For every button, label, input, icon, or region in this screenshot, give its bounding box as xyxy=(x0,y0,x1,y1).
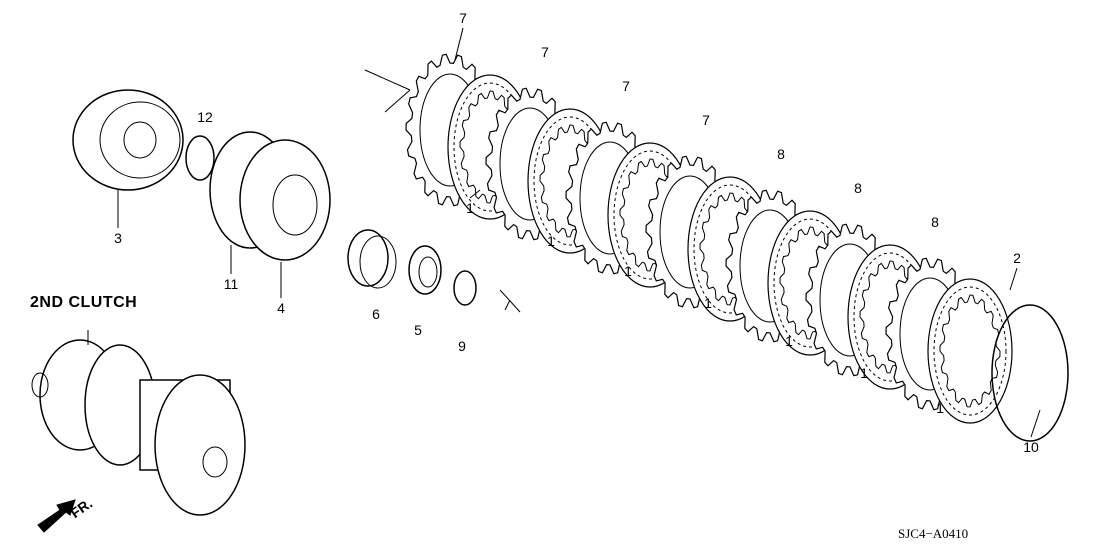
clutch-piston-center xyxy=(272,174,318,236)
leader-line xyxy=(1009,267,1018,291)
arrow-leader xyxy=(499,289,521,313)
callout-5: 5 xyxy=(414,322,422,338)
callout-6: 6 xyxy=(372,306,380,322)
callout-7: 7 xyxy=(541,44,549,60)
callout-7: 7 xyxy=(702,112,710,128)
front-arrow-icon xyxy=(37,499,76,533)
leader-line xyxy=(469,189,481,199)
callout-1: 1 xyxy=(547,233,555,249)
leader-line xyxy=(1030,409,1041,438)
reference-lines xyxy=(364,69,411,113)
callout-8: 8 xyxy=(777,146,785,162)
snap-ring-small xyxy=(453,270,477,306)
shaft-end xyxy=(202,446,228,478)
callout-1: 1 xyxy=(860,365,868,381)
callout-4: 4 xyxy=(277,300,285,316)
snap-ring xyxy=(991,304,1069,442)
callout-1: 1 xyxy=(466,200,474,216)
callout-3: 3 xyxy=(114,230,122,246)
callout-12: 12 xyxy=(197,109,213,125)
callout-1: 1 xyxy=(704,295,712,311)
friction-disc-facing xyxy=(933,286,1007,416)
callout-1: 1 xyxy=(785,333,793,349)
callout-9: 9 xyxy=(458,338,466,354)
callout-8: 8 xyxy=(931,214,939,230)
callout-8: 8 xyxy=(854,180,862,196)
return-spring xyxy=(347,229,389,287)
return-spring-inner xyxy=(359,235,397,289)
drum-face xyxy=(154,374,246,516)
clutch-drum-hub xyxy=(123,121,157,159)
clutch-drum-inner xyxy=(99,101,181,179)
callout-7: 7 xyxy=(459,10,467,26)
callout-2: 2 xyxy=(1013,250,1021,266)
callout-1: 1 xyxy=(936,400,944,416)
clutch-drum xyxy=(72,89,184,191)
diagram-code: SJC4−A0410 xyxy=(898,526,969,541)
callout-11: 11 xyxy=(223,276,239,292)
leader-line xyxy=(454,27,464,61)
shaft-tip xyxy=(31,372,49,398)
callout-10: 10 xyxy=(1023,439,1039,455)
friction-disc-inner-teeth xyxy=(939,294,1001,408)
callout-7: 7 xyxy=(622,78,630,94)
assembly-title: 2ND CLUTCH xyxy=(30,294,138,311)
o-ring xyxy=(185,135,215,181)
spring-retainer-bore xyxy=(418,256,438,288)
callout-1: 1 xyxy=(624,263,632,279)
spring-retainer xyxy=(408,245,442,295)
